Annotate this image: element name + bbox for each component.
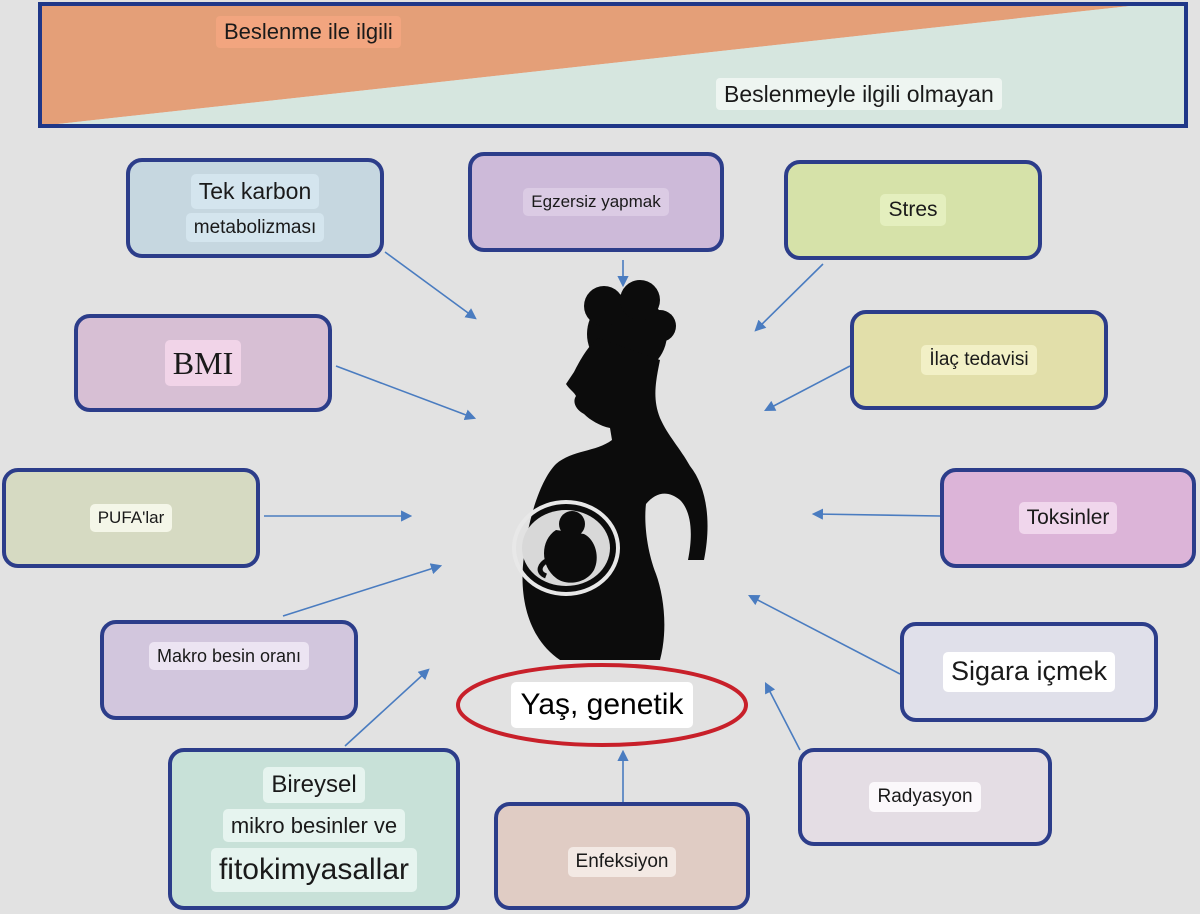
arrow-bmi	[335, 365, 477, 421]
toxins-label: Toksinler	[1018, 501, 1118, 535]
box-pufa: PUFA'lar	[2, 468, 260, 568]
box-bmi: BMI	[74, 314, 332, 412]
infection-label: Enfeksiyon	[567, 847, 677, 877]
micronutrients-line3: fitokimyasallar	[210, 848, 418, 892]
box-micronutrients: Bireysel mikro besinler ve fitokimyasall…	[168, 748, 460, 910]
micronutrients-line1: Bireysel	[263, 766, 365, 803]
age-genetics-ring	[456, 663, 748, 747]
stress-label: Stres	[880, 193, 946, 227]
one-carbon-line1: Tek karbon	[190, 173, 320, 209]
arrow-macro	[282, 563, 443, 617]
medication-label: İlaç tedavisi	[921, 345, 1037, 375]
arrow-smoking	[748, 594, 901, 675]
arrow-micronutrients	[344, 668, 430, 747]
box-medication: İlaç tedavisi	[850, 310, 1108, 410]
nutrition-related-label: Beslenme ile ilgili	[216, 16, 401, 48]
arrow-stress	[754, 263, 824, 332]
box-infection: Enfeksiyon	[494, 802, 750, 910]
box-smoking: Sigara içmek	[900, 622, 1158, 722]
radiation-label: Radyasyon	[869, 782, 981, 812]
exercise-label: Egzersiz yapmak	[523, 188, 669, 216]
womb-outline	[512, 500, 620, 596]
box-stress: Stres	[784, 160, 1042, 260]
arrow-medication	[764, 365, 851, 412]
arrow-toxins	[811, 508, 941, 520]
fetus-icon	[537, 511, 597, 583]
box-exercise: Egzersiz yapmak	[468, 152, 724, 252]
arrow-radiation	[764, 682, 801, 751]
box-macronutrient-ratio: Makro besin oranı	[100, 620, 358, 720]
age-genetics-label: Yaş, genetik	[510, 682, 694, 728]
box-one-carbon-metabolism: Tek karbon metabolizması	[126, 158, 384, 258]
smoking-label: Sigara içmek	[942, 652, 1116, 692]
non-nutrition-related-label: Beslenmeyle ilgili olmayan	[716, 78, 1002, 110]
age-genetics-container: Yaş, genetik	[456, 664, 748, 746]
macro-ratio-label: Makro besin oranı	[148, 641, 310, 671]
pufa-label: PUFA'lar	[89, 504, 173, 532]
bmi-label: BMI	[164, 340, 242, 386]
box-radiation: Radyasyon	[798, 748, 1052, 846]
arrow-one-carbon	[384, 251, 477, 320]
box-toxins: Toksinler	[940, 468, 1196, 568]
banner-frame	[38, 2, 1188, 128]
one-carbon-line2: metabolizması	[185, 212, 325, 243]
micronutrients-line2: mikro besinler ve	[222, 808, 406, 842]
